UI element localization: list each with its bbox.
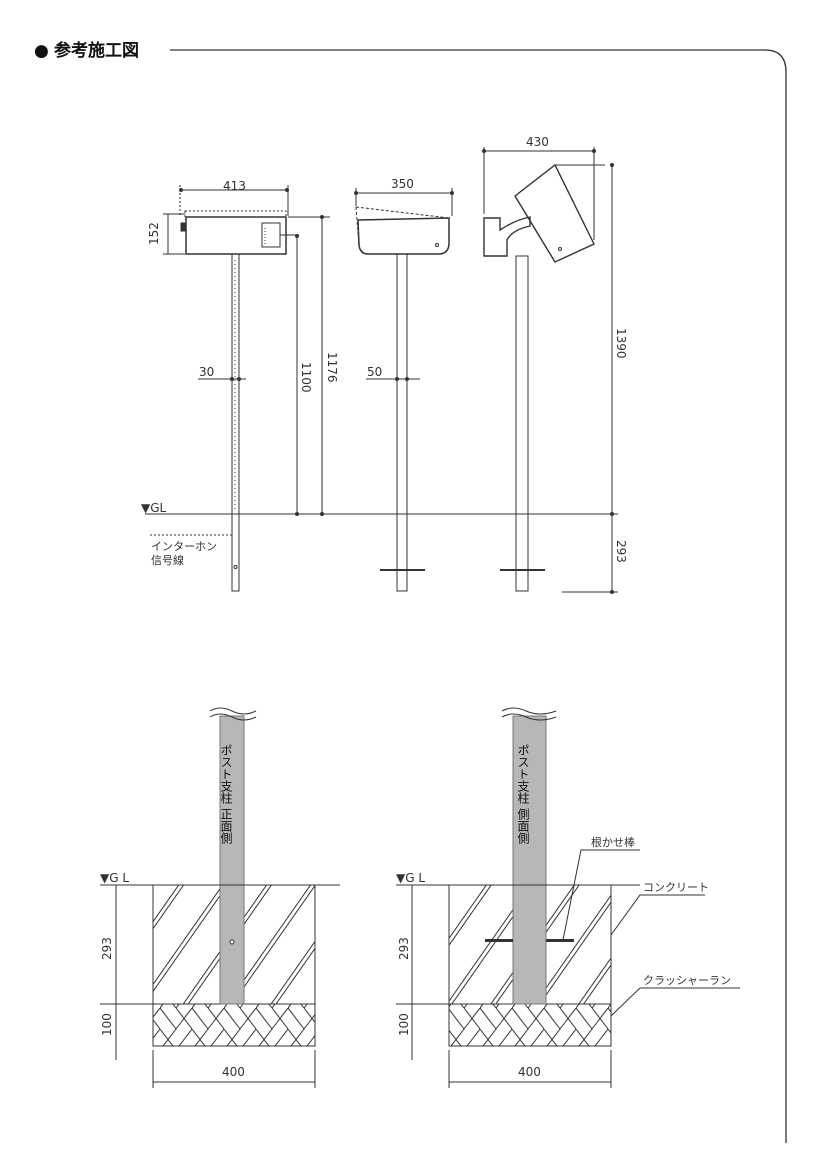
anchor-label: 根かせ棒 bbox=[591, 835, 635, 849]
hinge-icon bbox=[180, 222, 187, 232]
lid-outline bbox=[184, 210, 287, 218]
crusher-label: クラッシャーラン bbox=[643, 974, 731, 987]
open-lid bbox=[514, 163, 595, 263]
side-elevation bbox=[354, 188, 454, 592]
dim-1100: 1100 bbox=[299, 362, 313, 393]
section-header: ● 参考施工図 bbox=[34, 40, 787, 1143]
concrete-label: コンクリート bbox=[643, 881, 709, 894]
anchor-rod-right bbox=[546, 939, 574, 942]
dim-1390: 1390 bbox=[614, 328, 628, 359]
anchor-rod-left bbox=[485, 939, 513, 942]
foundation-side-text: ▼G L ポスト支柱 側面側 293 100 400 根かせ棒 コンクリート ク… bbox=[396, 744, 731, 1079]
foundation-front-text: ▼G L ポスト支柱 正面側 293 100 400 bbox=[100, 744, 245, 1079]
gravel-front-dim: 100 bbox=[100, 1013, 114, 1036]
gl-marker-side: ▼G L bbox=[396, 871, 425, 885]
side-dims-text: 350 50 bbox=[367, 177, 414, 379]
dim-50: 50 bbox=[367, 365, 382, 379]
dim-152: 152 bbox=[147, 222, 161, 245]
foundation-side bbox=[396, 707, 740, 1088]
intercom-label-2: 信号線 bbox=[151, 553, 184, 567]
frame-border bbox=[170, 49, 787, 1143]
open-elevation bbox=[482, 147, 618, 594]
dim-430: 430 bbox=[526, 135, 549, 149]
section-title: 参考施工図 bbox=[54, 40, 139, 61]
dim-1176: 1176 bbox=[325, 352, 339, 383]
pole-open bbox=[515, 255, 529, 592]
width-front: 400 bbox=[222, 1065, 245, 1079]
front-elevation bbox=[150, 185, 330, 592]
pole-section-side bbox=[512, 715, 547, 1005]
pole-label-front: ポスト支柱 正面側 bbox=[219, 744, 233, 844]
pole-side bbox=[396, 253, 408, 592]
depth-front: 293 bbox=[100, 937, 114, 960]
mount-bracket bbox=[483, 216, 531, 257]
gl-marker: ▼GL bbox=[141, 501, 167, 515]
pole-label-side: ポスト支柱 側面側 bbox=[516, 744, 530, 844]
bullet-icon: ● bbox=[34, 41, 49, 61]
width-side: 400 bbox=[518, 1065, 541, 1079]
gravel-side bbox=[448, 1003, 612, 1047]
pole-front bbox=[231, 253, 240, 592]
dim-293: 293 bbox=[614, 540, 628, 563]
intercom-label-1: インターホン bbox=[151, 540, 217, 553]
front-dims-text: 413 152 30 1100 1176 ▼GL インターホン 信号線 bbox=[141, 179, 339, 567]
pole-section-front bbox=[219, 715, 245, 1005]
dim-350: 350 bbox=[391, 177, 414, 191]
dim-30: 30 bbox=[199, 365, 214, 379]
gravel-side-dim: 100 bbox=[397, 1013, 411, 1036]
depth-side: 293 bbox=[397, 937, 411, 960]
dim-413: 413 bbox=[223, 179, 246, 193]
mailbox-side bbox=[357, 217, 450, 255]
foundation-front bbox=[100, 707, 340, 1088]
gravel-front bbox=[152, 1003, 316, 1047]
open-dims-text: 430 1390 293 bbox=[526, 135, 628, 563]
gl-marker-front: ▼G L bbox=[100, 871, 129, 885]
